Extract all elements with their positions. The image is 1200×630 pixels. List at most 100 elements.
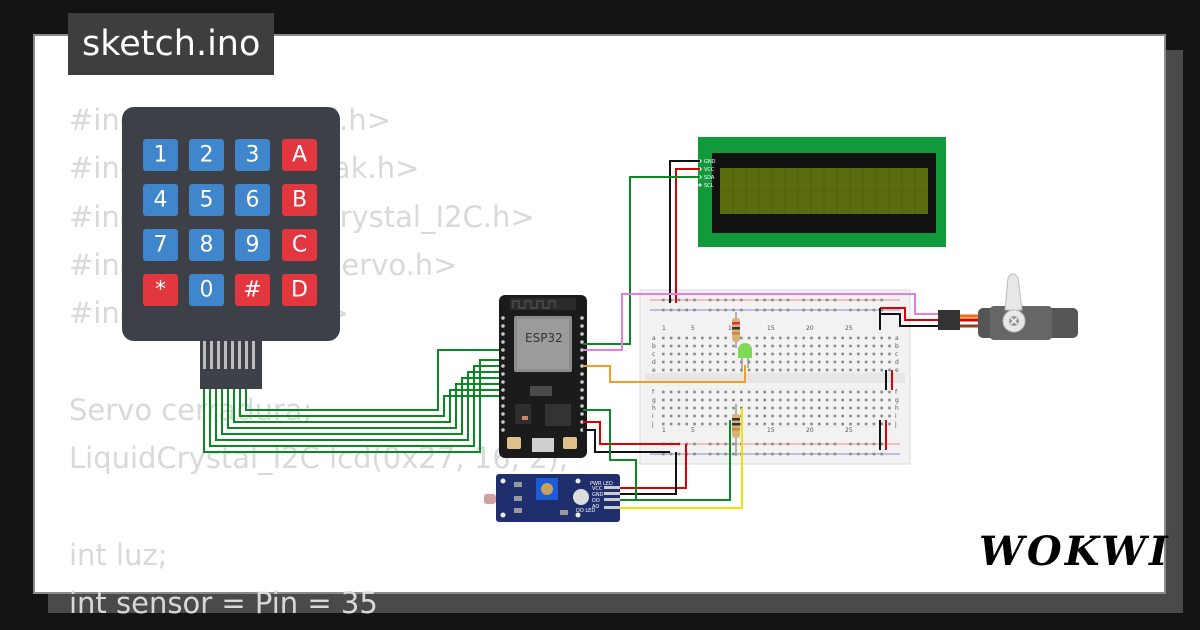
breadboard-hole [864,360,868,364]
breadboard-hole [841,406,844,410]
keypad-key[interactable]: 6 [235,184,270,216]
breadboard-hole [724,406,727,410]
breadboard-hole [662,452,665,456]
bb-col-num: 1 [662,325,666,332]
breadboard-hole [833,344,837,348]
ldr-led-label: PWR LED [590,481,613,487]
breadboard-hole [810,422,813,426]
bb-col-num: 1 [662,427,666,434]
breadboard-hole [771,368,774,372]
breadboard-hole [763,360,766,364]
breadboard-hole [693,390,696,394]
breadboard-hole [693,360,696,364]
svg-text:1: 1 [154,143,168,168]
keypad-connector-pins [203,341,255,369]
breadboard-hole [669,414,673,418]
breadboard-hole [701,368,704,372]
bb-row-letter: a [895,335,899,342]
breadboard-hole [779,422,782,426]
breadboard-hole [810,336,813,340]
breadboard-hole [786,352,790,356]
breadboard-hole [849,398,852,402]
bb-row-letter: b [652,343,656,350]
signal-wires [583,293,940,509]
file-tab-title: sketch.ino [68,13,275,75]
breadboard-hole [779,308,782,312]
breadboard-hole [755,442,759,446]
breadboard-hole [669,422,673,426]
breadboard-hole [794,336,798,340]
breadboard-hole [763,352,766,356]
breadboard-hole [779,390,782,394]
breadboard-hole [833,406,837,410]
keypad-key[interactable]: 7 [143,229,178,261]
breadboard-hole [888,352,891,356]
breadboard-hole [833,414,837,418]
breadboard-hole [864,452,868,456]
keypad-key[interactable]: 9 [235,229,270,261]
breadboard-hole [872,414,876,418]
bb-row-letter: f [652,389,655,396]
keypad-key[interactable]: * [143,274,178,306]
breadboard-hole [693,442,696,446]
breadboard-hole [825,308,829,312]
breadboard-hole [880,390,883,394]
breadboard-hole [818,406,821,410]
breadboard-hole [857,398,860,402]
breadboard-hole [662,390,665,394]
keypad-key[interactable]: 0 [189,274,224,306]
breadboard-hole [857,298,860,302]
breadboard-hole [872,442,876,446]
breadboard-hole [825,352,829,356]
breadboard-hole [802,352,805,356]
keypad-key[interactable]: C [282,229,317,261]
breadboard-hole [716,422,720,426]
breadboard-hole [872,422,876,426]
keypad-key[interactable]: D [282,274,317,306]
breadboard-hole [810,398,813,402]
breadboard-hole [857,406,860,410]
keypad-key[interactable]: 5 [189,184,224,216]
keypad-key[interactable]: 1 [143,139,178,171]
breadboard-hole [763,442,766,446]
breadboard-hole [708,352,712,356]
breadboard-hole [880,352,883,356]
breadboard-hole [677,298,681,302]
lcd-pin-label: VCC [704,167,715,173]
breadboard-hole [841,422,844,426]
breadboard-hole [849,298,852,302]
breadboard-hole [771,414,774,418]
keypad: 1 2 3 A 4 5 6 B 7 8 9 C * 0 # D [122,107,340,389]
bb-row-letter: e [652,367,656,374]
breadboard-hole [864,344,868,348]
bb-col-num: 25 [845,325,853,332]
keypad-key[interactable]: A [282,139,317,171]
breadboard-hole [763,308,766,312]
breadboard-hole [786,308,790,312]
keypad-key[interactable]: 2 [189,139,224,171]
bb-col-num: 10 [728,427,736,434]
bb-col-num: 10 [728,325,736,332]
keypad-key[interactable]: 3 [235,139,270,171]
bb-row-letter: g [895,397,899,404]
breadboard-hole [841,368,844,372]
keypad-key[interactable]: 8 [189,229,224,261]
keypad-key[interactable]: B [282,184,317,216]
breadboard-hole [662,308,665,312]
breadboard-hole [716,414,720,418]
breadboard-hole [857,352,860,356]
breadboard-hole [849,352,852,356]
breadboard-hole [794,360,798,364]
keypad-key[interactable]: 4 [143,184,178,216]
breadboard-hole [771,308,774,312]
bb-row-letter: h [895,405,899,412]
breadboard-hole [747,414,751,418]
breadboard-hole [662,344,665,348]
breadboard-hole [833,442,837,446]
breadboard-hole [763,368,766,372]
keypad-key[interactable]: # [235,274,270,306]
breadboard-hole [708,406,712,410]
breadboard-hole [880,344,883,348]
breadboard-hole [786,368,790,372]
breadboard-hole [669,390,673,394]
